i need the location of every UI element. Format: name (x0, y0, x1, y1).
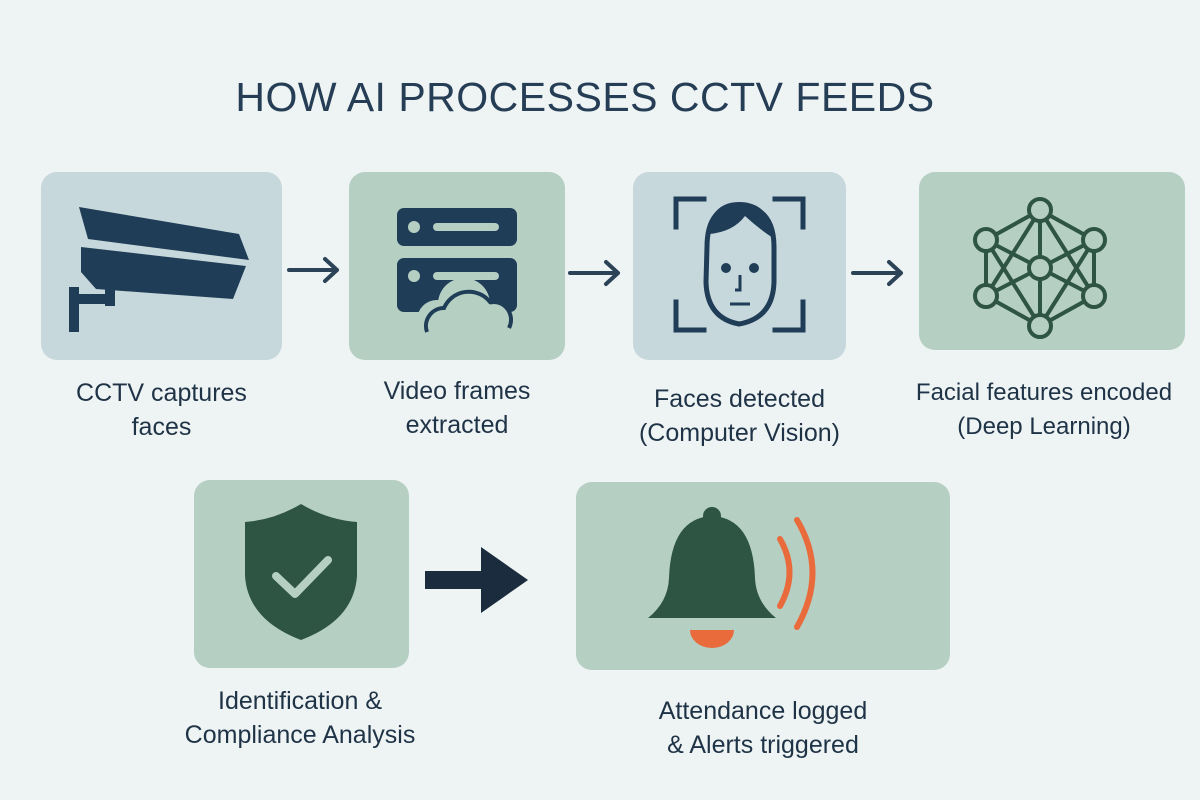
face-detection-icon (673, 196, 806, 333)
step-frames-label: Video frames extracted (383, 377, 531, 439)
arrow-4 (425, 547, 528, 613)
step-network-label: Facial features encoded (Deep Learning) (915, 379, 1173, 440)
step-frames-box (349, 172, 565, 360)
bell-alert-icon (648, 507, 816, 648)
arrow-1 (285, 255, 345, 285)
step-shield-label: Identification & Compliance Analysis (184, 687, 416, 749)
video-frames-icon (397, 208, 517, 350)
step-shield-box (194, 480, 409, 668)
arrow-2 (566, 258, 626, 288)
step-bell-label: Attendance logged & Alerts triggered (658, 697, 868, 759)
step-face-box (633, 172, 846, 360)
step-network-box (919, 172, 1185, 350)
cctv-camera-icon (69, 207, 249, 332)
arrow-3 (849, 258, 909, 288)
diagram-title: HOW AI PROCESSES CCTV FEEDS (235, 74, 935, 120)
neural-network-icon (973, 197, 1107, 339)
step-cctv-box (41, 172, 282, 360)
step-face-label: Faces detected (Computer Vision) (638, 385, 840, 447)
step-cctv-label: CCTV captures faces (76, 379, 247, 441)
shield-check-icon (245, 504, 357, 640)
step-bell-box (576, 482, 950, 670)
